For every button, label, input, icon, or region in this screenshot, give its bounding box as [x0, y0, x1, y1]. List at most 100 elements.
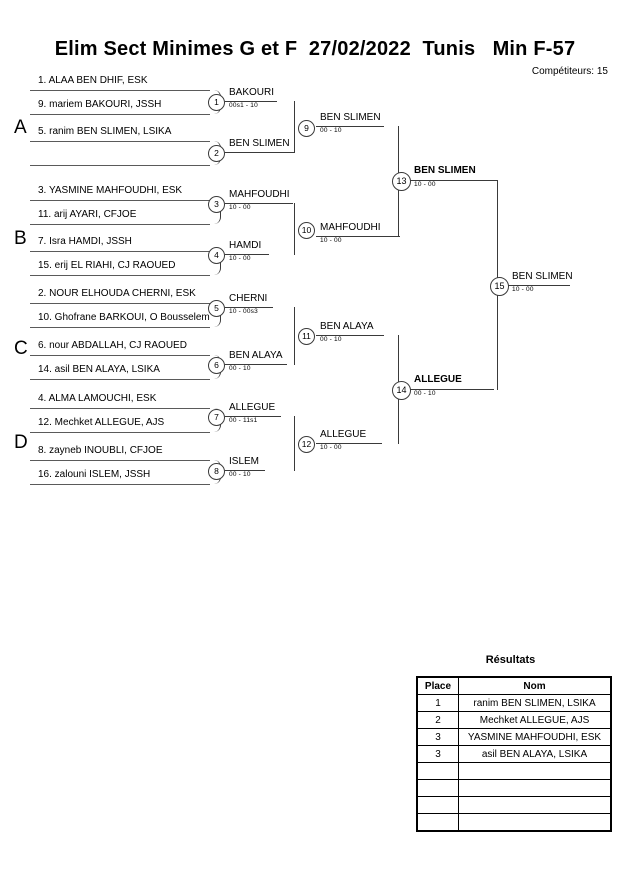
results-table: Place Nom 1 ranim BEN SLIMEN, LSIKA 2 Me… [416, 676, 612, 832]
winner-rule [225, 203, 293, 204]
match-node-14[interactable]: 14 [392, 381, 411, 400]
table-row[interactable]: 1 ranim BEN SLIMEN, LSIKA [416, 694, 612, 712]
table-row[interactable]: 2 Mechket ALLEGUE, AJS [416, 711, 612, 729]
cell-place [416, 762, 459, 780]
table-row[interactable] [416, 762, 612, 780]
entry-rule [30, 224, 210, 225]
group-letter-d: D [14, 432, 28, 453]
list-item[interactable]: 6. nour ABDALLAH, CJ RAOUED [38, 340, 187, 351]
cell-place: 3 [416, 728, 459, 746]
match-winner-4: HAMDI [229, 240, 262, 251]
match-score-10: 10 - 00 [320, 237, 342, 244]
list-item[interactable]: 1. ALAA BEN DHIF, ESK [38, 75, 148, 86]
bracket-connector [294, 416, 295, 471]
list-item[interactable]: 10. Ghofrane BARKOUI, O Bousselem [38, 312, 210, 323]
match-node-6[interactable]: 6 [208, 357, 225, 374]
list-item[interactable]: 4. ALMA LAMOUCHI, ESK [38, 393, 157, 404]
cell-place [416, 813, 459, 832]
winner-rule [316, 443, 382, 444]
match-winner-15: BEN SLIMEN [512, 271, 573, 282]
list-item[interactable]: 3. YASMINE MAHFOUDHI, ESK [38, 185, 183, 196]
match-score-13: 10 - 00 [414, 181, 436, 188]
match-score-7: 00 - 11s1 [229, 417, 258, 424]
table-row[interactable]: 3 asil BEN ALAYA, LSIKA [416, 745, 612, 763]
entry-rule [30, 460, 210, 461]
winner-rule [410, 180, 498, 181]
entry-rule [30, 303, 210, 304]
match-winner-7: ALLEGUE [229, 402, 276, 413]
entry-rule [30, 165, 210, 166]
match-node-10[interactable]: 10 [298, 222, 315, 239]
match-node-15[interactable]: 15 [490, 277, 509, 296]
cell-place [416, 796, 459, 814]
winner-rule [410, 389, 494, 390]
cell-name [458, 813, 612, 832]
list-item[interactable]: 14. asil BEN ALAYA, LSIKA [38, 364, 160, 375]
match-winner-14: ALLEGUE [414, 374, 462, 385]
match-node-3[interactable]: 3 [208, 196, 225, 213]
cell-name: YASMINE MAHFOUDHI, ESK [458, 728, 612, 746]
list-item[interactable]: 2. NOUR ELHOUDA CHERNI, ESK [38, 288, 196, 299]
winner-rule [225, 307, 273, 308]
list-item[interactable]: 12. Mechket ALLEGUE, AJS [38, 417, 165, 428]
match-node-7[interactable]: 7 [208, 409, 225, 426]
list-item[interactable]: 5. ranim BEN SLIMEN, LSIKA [38, 126, 172, 137]
cell-place: 2 [416, 711, 459, 729]
match-score-8: 00 - 10 [229, 471, 251, 478]
match-score-3: 10 - 00 [229, 204, 251, 211]
winner-rule [225, 254, 269, 255]
group-letter-a: A [14, 117, 27, 138]
winner-rule [225, 364, 287, 365]
cell-place: 3 [416, 745, 459, 763]
table-row[interactable] [416, 796, 612, 814]
table-row[interactable]: 3 YASMINE MAHFOUDHI, ESK [416, 728, 612, 746]
match-node-2[interactable]: 2 [208, 145, 225, 162]
list-item[interactable]: 8. zayneb INOUBLI, CFJOE [38, 445, 163, 456]
cell-name: Mechket ALLEGUE, AJS [458, 711, 612, 729]
column-header-place: Place [416, 676, 459, 695]
match-node-11[interactable]: 11 [298, 328, 315, 345]
match-score-1: 00s1 - 10 [229, 102, 258, 109]
list-item[interactable]: 9. mariem BAKOURI, JSSH [38, 99, 162, 110]
entry-rule [30, 90, 210, 91]
page-title: Elim Sect Minimes G et F 27/02/2022 Tuni… [54, 38, 576, 60]
match-score-9: 00 - 10 [320, 127, 342, 134]
entry-rule [30, 484, 210, 485]
match-score-4: 10 - 00 [229, 255, 251, 262]
match-node-9[interactable]: 9 [298, 120, 315, 137]
match-node-1[interactable]: 1 [208, 94, 225, 111]
match-winner-3: MAHFOUDHI [229, 189, 290, 200]
match-winner-2: BEN SLIMEN [229, 138, 290, 149]
table-row[interactable] [416, 813, 612, 832]
match-score-5: 10 - 00s3 [229, 308, 258, 315]
winner-rule [225, 470, 265, 471]
list-item[interactable]: 7. Isra HAMDI, JSSH [38, 236, 132, 247]
winner-rule [316, 236, 400, 237]
winner-rule [508, 285, 570, 286]
column-header-nom: Nom [458, 676, 612, 695]
bracket-connector [294, 203, 295, 255]
list-item[interactable]: 16. zalouni ISLEM, JSSH [38, 469, 151, 480]
entry-rule [30, 408, 210, 409]
match-winner-1: BAKOURI [229, 87, 275, 98]
list-item[interactable]: 11. arij AYARI, CFJOE [38, 209, 137, 220]
table-row[interactable] [416, 779, 612, 797]
match-node-12[interactable]: 12 [298, 436, 315, 453]
group-letter-b: B [14, 228, 27, 249]
match-node-8[interactable]: 8 [208, 463, 225, 480]
entry-rule [30, 251, 210, 252]
match-node-4[interactable]: 4 [208, 247, 225, 264]
entry-rule [30, 114, 210, 115]
match-score-15: 10 - 00 [512, 286, 534, 293]
match-node-5[interactable]: 5 [208, 300, 225, 317]
match-winner-10: MAHFOUDHI [320, 222, 381, 233]
list-item[interactable]: 15. erij EL RIAHI, CJ RAOUED [38, 260, 176, 271]
cell-name: asil BEN ALAYA, LSIKA [458, 745, 612, 763]
winner-rule [316, 335, 384, 336]
winner-rule [316, 126, 384, 127]
entry-rule [30, 432, 210, 433]
table-header-row: Place Nom [416, 676, 612, 695]
winner-rule [225, 101, 277, 102]
match-node-13[interactable]: 13 [392, 172, 411, 191]
entry-rule [30, 379, 210, 380]
